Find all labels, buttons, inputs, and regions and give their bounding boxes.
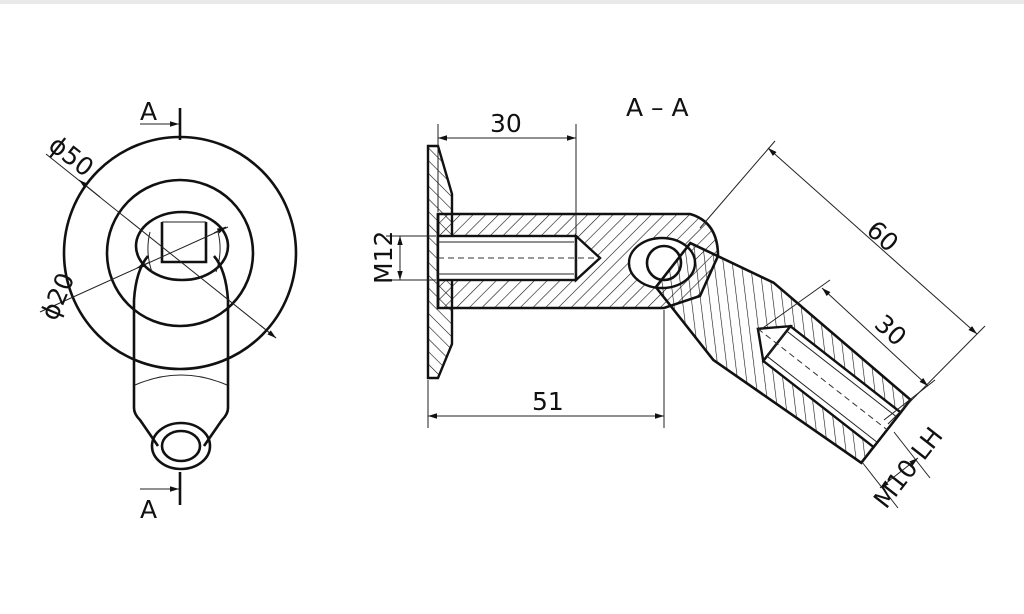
shank-end-outer	[150, 421, 212, 471]
section-marker-top: A	[140, 97, 157, 126]
top-border-strip	[0, 0, 1024, 4]
label-thread-m12: M12	[369, 231, 398, 284]
dim-line-angled-60	[767, 147, 978, 335]
dim-line-inner-diameter	[39, 226, 229, 313]
flange-inner-circle	[105, 178, 255, 328]
label-dim-angled-60: 60	[861, 215, 904, 258]
flange-outer-circle	[62, 135, 298, 371]
front-view: A A ϕ50 ϕ20	[35, 97, 298, 524]
label-dim-top-30: 30	[490, 109, 522, 138]
shank-taper-line	[134, 374, 228, 386]
dim-line-m10	[879, 457, 919, 489]
label-dim-angled-30: 30	[869, 309, 912, 352]
pivot-ellipse	[134, 210, 230, 282]
section-view: A – A 30	[369, 93, 986, 514]
angled-arm	[654, 241, 913, 465]
section-title: A – A	[626, 93, 689, 122]
shank-outline	[132, 300, 230, 447]
label-dim-bottom-51: 51	[532, 387, 564, 416]
shank-end-bore	[160, 429, 202, 463]
slot-outline	[160, 222, 208, 264]
dim-line-angled-30	[821, 287, 929, 387]
section-marker-bottom: A	[140, 495, 157, 524]
